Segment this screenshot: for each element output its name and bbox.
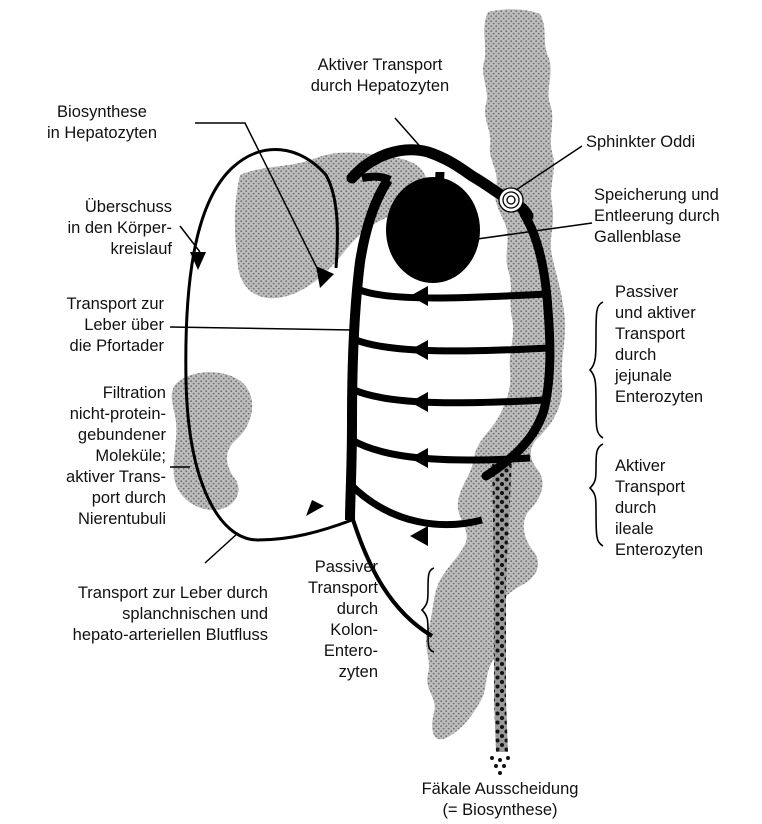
label-transport-pfortader: Transport zur Leber über die Pfortader xyxy=(0,294,164,357)
label-transport-blutfluss: Transport zur Leber durch splanchnischen… xyxy=(0,583,268,646)
kidney-shape xyxy=(172,372,252,510)
label-aktiver-transport-hepatozyten: Aktiver Transport durch Hepatozyten xyxy=(290,55,470,97)
absorption-arrowheads xyxy=(410,286,428,546)
label-aktiver-ileal: Aktiver Transport durch ileale Enterozyt… xyxy=(615,456,703,561)
fecal-bead-column xyxy=(492,458,512,752)
label-sphinkter-oddi: Sphinkter Oddi xyxy=(586,132,695,153)
hepatic-branch xyxy=(362,177,390,180)
sphincter-oddi-icon xyxy=(499,188,523,212)
label-passiver-kolon: Passiver Transport durch Kolon- Entero- … xyxy=(280,557,378,683)
label-ueberschuss: Überschuss in den Körper- kreislauf xyxy=(20,197,172,260)
label-biosynthese: Biosynthese in Hepatozyten xyxy=(22,102,182,144)
fecal-exit-dots xyxy=(490,756,510,775)
label-faekale-ausscheidung: Fäkale Ausscheidung (= Biosynthese) xyxy=(390,779,610,821)
label-filtration: Filtration nicht-protein- gebundener Mol… xyxy=(0,383,166,530)
label-speicherung: Speicherung und Entleerung durch Gallenb… xyxy=(594,185,720,248)
label-passiver-aktiver-jejunal: Passiver und aktiver Transport durch jej… xyxy=(615,282,703,408)
